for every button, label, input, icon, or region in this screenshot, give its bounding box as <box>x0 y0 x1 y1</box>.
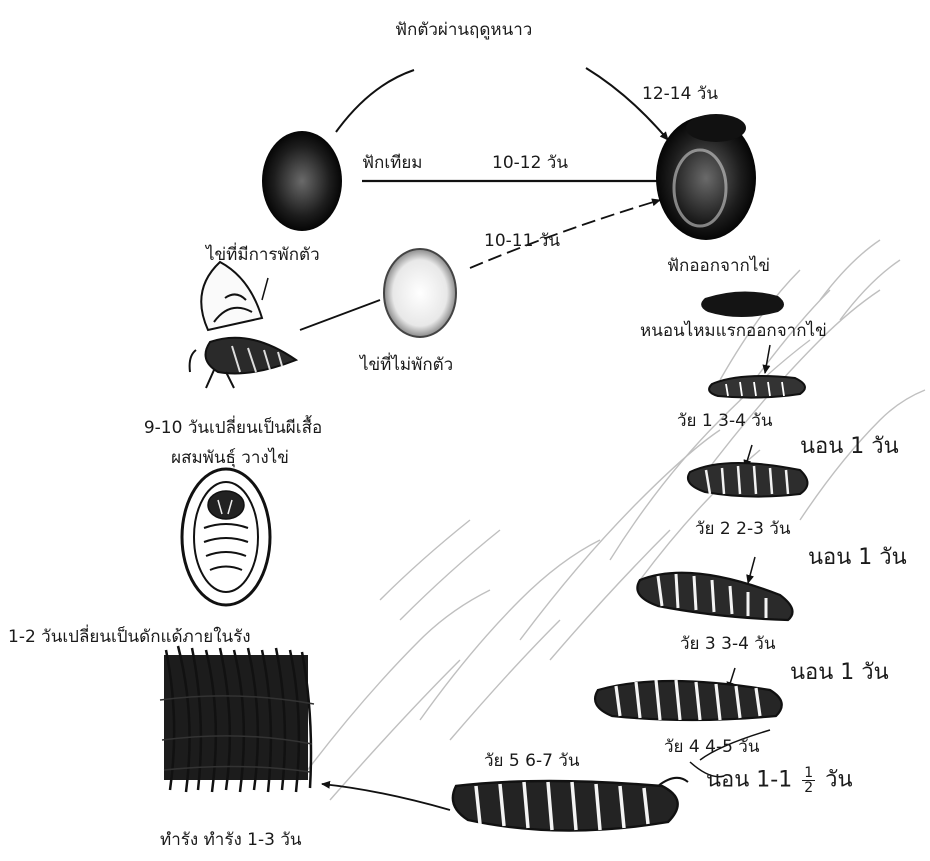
molt-4-fraction-denominator: 2 <box>802 781 815 795</box>
label-instar-4: วัย 4 4-5 วัน <box>664 739 759 756</box>
moth-graphic <box>190 262 296 388</box>
molt-4-fraction-numerator: 1 <box>802 766 815 781</box>
label-molt-4: นอน 1-1 1 2 วัน <box>706 766 853 795</box>
label-hibernation-days: 12-14 วัน <box>642 86 718 103</box>
label-instar-5: วัย 5 6-7 วัน <box>484 753 579 770</box>
larva-instar-3-graphic <box>637 573 792 620</box>
label-first-larva: หนอนไหมแรกออกจากไข่ <box>640 323 827 340</box>
label-molt-1: นอน 1 วัน <box>800 436 899 458</box>
label-hibernation-route: ฟักตัวผ่านฤดูหนาว <box>395 22 532 39</box>
label-molt-4-suffix: วัน <box>825 768 852 793</box>
label-artificial-hatch: ฟักเทียม <box>362 155 423 172</box>
label-mating: ผสมพันธุ์ วางไข่ <box>171 450 289 467</box>
nondormant-egg-graphic <box>384 249 456 337</box>
label-molt-2: นอน 1 วัน <box>808 547 907 569</box>
hatching-egg-graphic <box>656 114 756 240</box>
arrow-molt2-pointer <box>748 557 755 583</box>
cocoon-spinning-graphic <box>160 646 314 792</box>
arrow-dormant-to-hibernation <box>336 70 414 132</box>
molt-4-fraction: 1 2 <box>802 766 815 795</box>
larva-instar-4-graphic <box>595 680 782 720</box>
label-pupa-stage: 1-2 วันเปลี่ยนเป็นดักแด้ภายในรัง <box>8 629 251 646</box>
label-cocoon-spinning: ทำรัง ทำรัง 1-3 วัน <box>160 832 302 849</box>
label-moth-stage: 9-10 วันเปลี่ยนเป็นผีเสื้อ <box>144 420 322 437</box>
label-instar-2: วัย 2 2-3 วัน <box>695 521 790 538</box>
pupa-in-cocoon-graphic <box>182 469 270 605</box>
label-hatching-egg: ฟักออกจากไข่ <box>667 258 770 275</box>
arrow-hibernation-to-hatch <box>586 68 668 140</box>
label-nondormant-egg: ไข่ที่ไม่พักตัว <box>360 357 453 374</box>
larva-instar-2-graphic <box>688 463 808 497</box>
label-instar-3: วัย 3 3-4 วัน <box>680 636 775 653</box>
label-artificial-days: 10-12 วัน <box>492 155 568 172</box>
arrow-instar1-pointer <box>765 345 770 373</box>
label-nondormant-days: 10-11 วัน <box>484 233 560 250</box>
label-molt-3: นอน 1 วัน <box>790 662 889 684</box>
label-molt-4-prefix: นอน 1-1 <box>706 768 792 793</box>
label-dormant-egg: ไข่ที่มีการพักตัว <box>206 247 320 264</box>
larva-newly-hatched-graphic <box>701 291 784 317</box>
larva-instar-1-graphic <box>709 376 805 398</box>
label-instar-1: วัย 1 3-4 วัน <box>677 413 772 430</box>
line-egg-to-moth <box>300 300 380 330</box>
dormant-egg-graphic <box>262 131 342 231</box>
moth-antenna-line <box>262 278 268 300</box>
larva-instar-5-graphic <box>453 778 688 831</box>
